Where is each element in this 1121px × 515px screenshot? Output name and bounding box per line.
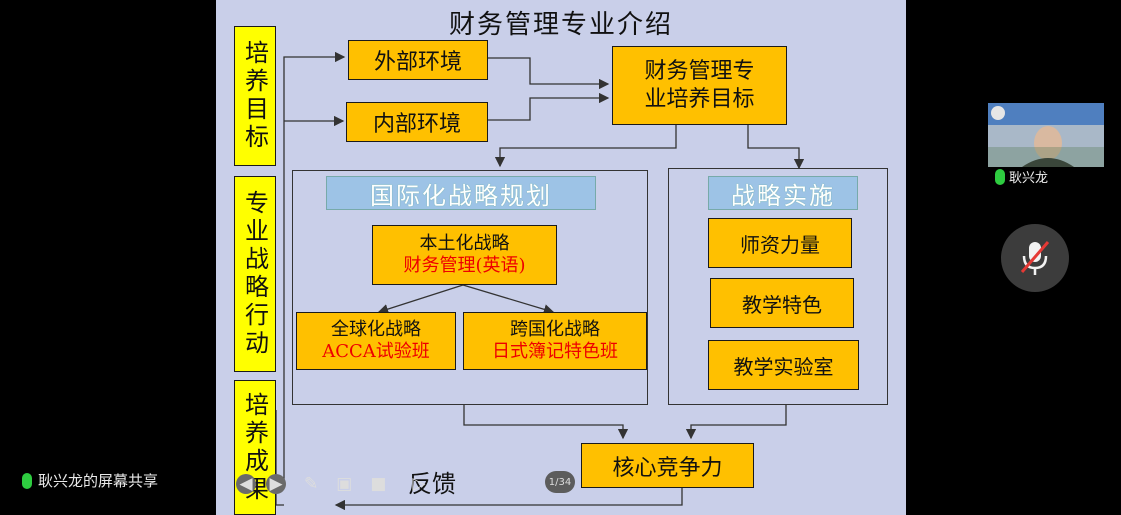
impl-item-teaching-lab: 教学实验室 — [708, 340, 859, 390]
focus-icon[interactable]: ▣ — [336, 474, 353, 494]
participant-video[interactable] — [988, 103, 1104, 167]
core-competitiveness-box: 核心竞争力 — [581, 443, 754, 488]
implementation-panel — [668, 168, 888, 405]
screen-icon[interactable]: ▷ — [412, 474, 426, 494]
pen-icon[interactable]: ✎ — [304, 474, 319, 494]
localization-strategy-box: 本土化战略 财务管理(英语) — [372, 225, 557, 285]
prev-page-icon[interactable]: ◀ — [236, 474, 256, 494]
feedback-label: 反馈 — [408, 470, 456, 498]
impl-item-faculty: 师资力量 — [708, 218, 852, 268]
mute-button[interactable] — [1001, 224, 1069, 292]
camera-icon[interactable]: ■ — [370, 474, 387, 494]
internationalization-panel — [292, 170, 648, 405]
mic-icon — [22, 472, 32, 489]
participant-video-frame — [988, 103, 1104, 167]
next-page-icon[interactable]: ▶ — [266, 474, 286, 494]
page-indicator[interactable]: 1/34 — [545, 471, 575, 493]
training-target-box: 财务管理专业培养目标 — [612, 46, 787, 125]
screen-share-indicator: 耿兴龙的屏幕共享 — [22, 470, 158, 491]
label-strategic-action: 专业战略行动 — [234, 176, 276, 372]
label-training-result: 培养成果 — [234, 380, 276, 515]
impl-item-teaching-feature: 教学特色 — [710, 278, 854, 328]
internal-environment-box: 内部环境 — [346, 102, 488, 142]
label-training-goal: 培养目标 — [234, 26, 276, 166]
screen-share-label: 耿兴龙的屏幕共享 — [38, 472, 159, 490]
mic-icon — [995, 168, 1005, 185]
implementation-title: 战略实施 — [708, 176, 858, 210]
flow-connectors — [275, 51, 805, 511]
slide-title: 财务管理专业介绍 — [448, 10, 673, 40]
globalization-strategy-box: 全球化战略 ACCA试验班 — [296, 312, 456, 370]
external-environment-box: 外部环境 — [348, 40, 488, 80]
participant-name: 耿兴龙 — [995, 167, 1048, 186]
mic-muted-icon — [1020, 241, 1050, 275]
presentation-slide: 财务管理专业介绍 培养目标 专业战略行动 培养成果 外部环境 内部环境 财务管理… — [216, 0, 906, 515]
transnational-strategy-box: 跨国化战略 日式簿记特色班 — [463, 312, 647, 370]
internationalization-title: 国际化战略规划 — [326, 176, 596, 210]
